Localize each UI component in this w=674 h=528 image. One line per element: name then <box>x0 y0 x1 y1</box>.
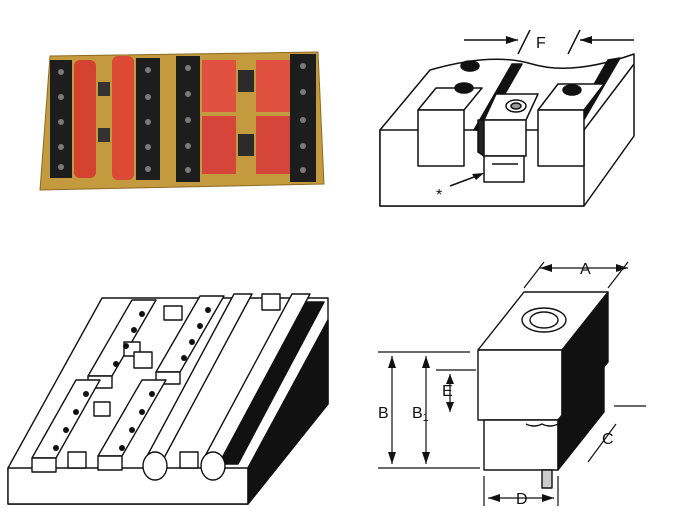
dimension-label-B1: B1 <box>412 405 429 424</box>
fixture-assembly-drawing <box>6 280 342 512</box>
fixture-photo-art <box>39 51 325 191</box>
photo-red-rod <box>74 60 96 178</box>
dimension-label-B: B <box>378 405 389 422</box>
photo-red-block <box>256 60 290 112</box>
photo-clamp-block <box>238 70 254 92</box>
dimension-label-E: E <box>442 383 453 400</box>
photo-red-rod <box>112 56 134 180</box>
photo-red-block <box>202 116 236 174</box>
dimension-label-D: D <box>516 491 528 508</box>
photo-red-block <box>256 116 290 174</box>
clamp-dimension-drawing: A B B1 E C D <box>376 252 646 508</box>
dimension-label-F: F <box>536 35 546 52</box>
clamp-detail-art: F * <box>379 29 635 207</box>
clamp-detail-drawing: F * <box>372 24 642 214</box>
photo-clamp-block <box>238 134 254 156</box>
footnote-star: * <box>436 187 442 204</box>
fixture-assembly-art <box>7 293 329 505</box>
fixture-photo <box>36 42 326 192</box>
clamp-dimension-art: A B B1 E C D <box>378 261 646 508</box>
dimension-label-C: C <box>602 431 614 448</box>
photo-clamp-block <box>98 128 110 142</box>
photo-clamp-block <box>98 82 110 96</box>
dimension-label-A: A <box>580 261 591 278</box>
photo-red-block <box>202 60 236 112</box>
